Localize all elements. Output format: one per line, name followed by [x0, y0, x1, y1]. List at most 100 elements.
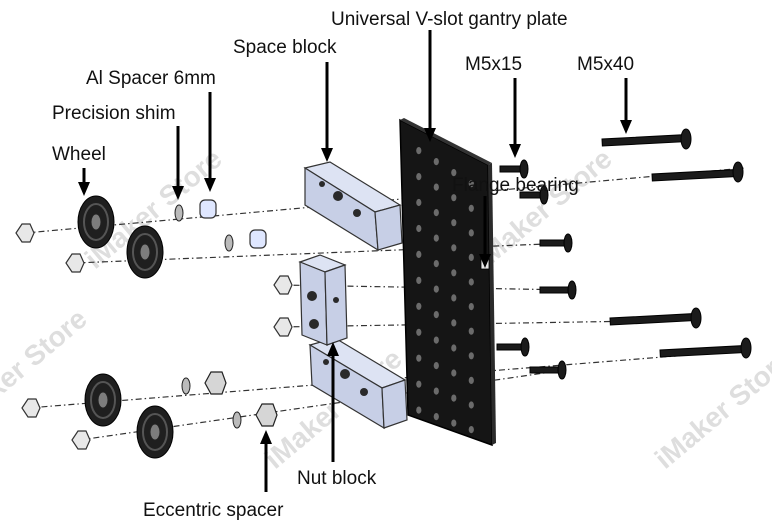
screw-m5x40 — [601, 128, 692, 150]
hex-nut — [21, 398, 41, 418]
plate-hole — [416, 328, 422, 336]
plate-hole — [416, 354, 422, 362]
plate-hole — [416, 406, 422, 414]
spacer — [249, 229, 267, 249]
shim — [232, 411, 242, 429]
eccentric-spacer — [204, 371, 227, 395]
plate-hole — [433, 260, 439, 268]
plate-hole — [468, 352, 474, 360]
gantry-plate-holes — [416, 147, 474, 434]
plate-hole — [451, 419, 457, 427]
plate-hole — [433, 387, 439, 395]
hex-nut — [273, 275, 293, 295]
plate-hole — [433, 413, 439, 421]
watermark-4: iMaker Store — [649, 343, 772, 475]
shim — [181, 377, 191, 395]
label-eccentric-spacer: Eccentric spacer — [143, 500, 284, 521]
plate-hole — [468, 303, 474, 311]
plate-hole — [451, 294, 457, 302]
plate-hole — [468, 401, 474, 409]
axis-line — [279, 319, 701, 328]
leader-arrows — [78, 30, 632, 492]
plate-hole — [416, 276, 422, 284]
screw-m5x40 — [659, 337, 752, 359]
arrow-m5x15 — [509, 78, 521, 158]
label-flange-bearing: Flange bearing — [452, 175, 579, 196]
plate-hole — [416, 198, 422, 207]
label-precision-shim: Precision shim — [52, 103, 176, 124]
m5x15-screws — [496, 159, 577, 380]
plate-hole — [451, 369, 457, 377]
arrow-wheel — [78, 168, 90, 196]
label-m5x15: M5x15 — [465, 54, 522, 75]
plate-hole — [416, 173, 422, 181]
plate-hole — [468, 376, 474, 384]
precision-shims — [174, 204, 242, 429]
screw-m5x15 — [496, 337, 530, 357]
plate-hole — [451, 394, 457, 402]
plate-hole — [451, 269, 457, 277]
plate-hole — [433, 234, 439, 242]
plate-hole — [451, 344, 457, 352]
plate-hole — [433, 209, 439, 217]
plate-hole — [468, 426, 474, 434]
plate-hole — [468, 229, 474, 237]
watermark-5: iMaker Store — [0, 303, 93, 435]
label-al-spacer: Al Spacer 6mm — [86, 68, 216, 89]
lock-nuts — [15, 223, 293, 450]
plate-hole — [468, 253, 474, 261]
plate-hole — [433, 158, 439, 166]
axis-line — [27, 349, 751, 409]
plate-hole — [468, 180, 474, 188]
arrow-gantry-plate — [424, 30, 436, 142]
plate-hole — [416, 380, 422, 388]
plate-hole — [433, 183, 439, 191]
screw-m5x40 — [651, 161, 744, 183]
plate-hole — [416, 250, 422, 258]
plate-hole — [451, 194, 457, 202]
screw-m5x15 — [499, 159, 529, 179]
plate-hole — [433, 285, 439, 293]
plate-hole — [433, 362, 439, 370]
wheel-2 — [126, 225, 164, 279]
arrow-eccentric-spacer — [260, 430, 272, 492]
labels: Universal V-slot gantry plate Space bloc… — [52, 9, 634, 521]
screw-m5x40 — [609, 307, 702, 329]
plate-hole — [468, 204, 474, 212]
wheel-1 — [77, 195, 115, 249]
arrow-flange-bearing — [479, 196, 491, 268]
arrow-precision-shim — [172, 126, 184, 200]
plate-hole — [433, 311, 439, 319]
label-gantry-plate: Universal V-slot gantry plate — [331, 9, 568, 30]
eccentric-spacers — [204, 371, 278, 427]
arrow-al-spacer — [204, 92, 216, 192]
space-block-top — [303, 161, 403, 252]
plate-hole — [451, 244, 457, 252]
screw-m5x15 — [519, 185, 549, 205]
hex-nut — [273, 317, 293, 337]
plate-hole — [416, 302, 422, 310]
hex-nut — [65, 253, 85, 273]
plate-hole — [433, 336, 439, 344]
gantry-plate — [399, 118, 496, 447]
plate-hole — [416, 224, 422, 233]
label-space-block: Space block — [233, 37, 337, 58]
plate-hole — [451, 219, 457, 227]
plate-hole — [468, 327, 474, 335]
al-spacers — [199, 199, 267, 249]
shim — [224, 234, 234, 252]
spacer — [199, 199, 217, 219]
plate-hole — [416, 147, 422, 155]
arrow-space-block — [321, 62, 333, 162]
eccentric-spacer — [255, 403, 278, 427]
hex-nut — [71, 430, 91, 450]
screw-m5x15 — [529, 360, 567, 380]
hex-nut — [15, 223, 35, 243]
screw-m5x15 — [539, 280, 577, 300]
m5x40-screws — [601, 128, 752, 359]
arrow-nut-block — [327, 342, 339, 462]
shim — [174, 204, 184, 222]
axis-line — [279, 284, 576, 291]
label-m5x40: M5x40 — [577, 54, 634, 75]
